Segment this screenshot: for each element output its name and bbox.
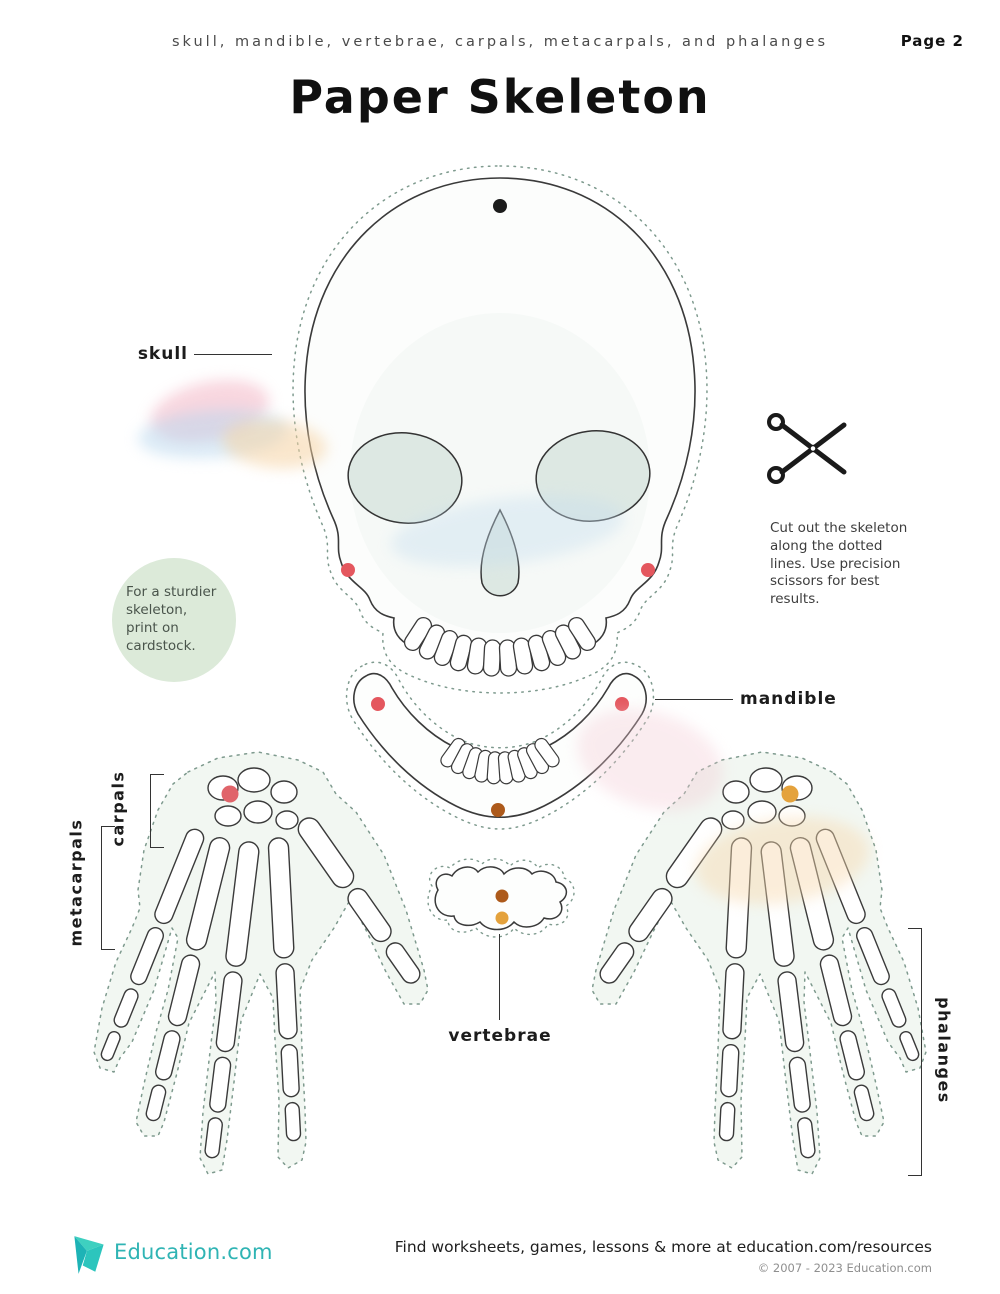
vertebrae-label-line bbox=[499, 934, 500, 1020]
mandible-cut-line bbox=[345, 661, 655, 830]
hands-cutouts bbox=[93, 751, 927, 1175]
page-title: Paper Skeleton bbox=[289, 70, 711, 124]
scissors-icon bbox=[767, 413, 847, 484]
fastener-dot-left-hand bbox=[221, 785, 239, 803]
skull-label-line bbox=[194, 354, 272, 355]
fastener-dot-right-hand bbox=[781, 785, 799, 803]
fastener-dot-skull-right bbox=[641, 563, 655, 577]
page-number: Page 2 bbox=[900, 32, 964, 50]
left-hand-cutout bbox=[93, 751, 429, 1175]
cardstock-note-text: For a sturdier skeleton, print on cardst… bbox=[126, 584, 217, 654]
upper-teeth bbox=[403, 616, 597, 677]
cardstock-note-circle: For a sturdier skeleton, print on cardst… bbox=[112, 558, 236, 682]
phalanges-bracket bbox=[908, 928, 922, 1176]
eye-socket-left bbox=[347, 432, 463, 524]
skull-cutout bbox=[292, 165, 708, 694]
fastener-dot-mandible-left bbox=[371, 697, 385, 711]
fastener-dot-vertebrae-top bbox=[495, 889, 509, 903]
resources-line: Find worksheets, games, lessons & more a… bbox=[394, 1238, 932, 1256]
metacarpals-label: metacarpals bbox=[66, 818, 86, 947]
mandible-label: mandible bbox=[740, 689, 837, 709]
carpals-bracket bbox=[150, 774, 164, 848]
cutting-instructions: Cut out the skeleton along the dotted li… bbox=[770, 520, 908, 608]
vertebrae-cutout bbox=[427, 858, 575, 938]
fastener-dot-mandible-bottom bbox=[491, 803, 505, 817]
copyright-line: © 2007 - 2023 Education.com bbox=[757, 1261, 932, 1275]
bones-subtitle: skull, mandible, vertebrae, carpals, met… bbox=[171, 34, 829, 50]
fastener-dot-mandible-right bbox=[615, 697, 629, 711]
education-logo-icon bbox=[74, 1236, 104, 1274]
phalanges-label: phalanges bbox=[934, 997, 954, 1104]
nasal-cavity bbox=[480, 508, 520, 597]
skull-shading bbox=[350, 313, 650, 633]
fastener-dot-skull-left bbox=[341, 563, 355, 577]
skull-label: skull bbox=[137, 344, 188, 364]
mandible-label-line bbox=[655, 699, 733, 700]
metacarpals-bracket bbox=[101, 826, 115, 950]
mandible-cutout bbox=[345, 661, 655, 830]
watercolor-blob-pink bbox=[145, 370, 275, 452]
fastener-dot-vertebrae-bottom bbox=[495, 911, 509, 925]
vertebrae-label: vertebrae bbox=[448, 1026, 552, 1046]
watercolor-blob-blue bbox=[136, 404, 290, 464]
mandible-outline bbox=[353, 672, 647, 819]
eye-socket-right bbox=[535, 430, 651, 522]
right-hand-cutout bbox=[591, 751, 927, 1175]
fastener-dot-skull-top bbox=[493, 199, 507, 213]
brand-text: Education.com bbox=[114, 1240, 273, 1264]
lower-teeth bbox=[440, 737, 560, 785]
